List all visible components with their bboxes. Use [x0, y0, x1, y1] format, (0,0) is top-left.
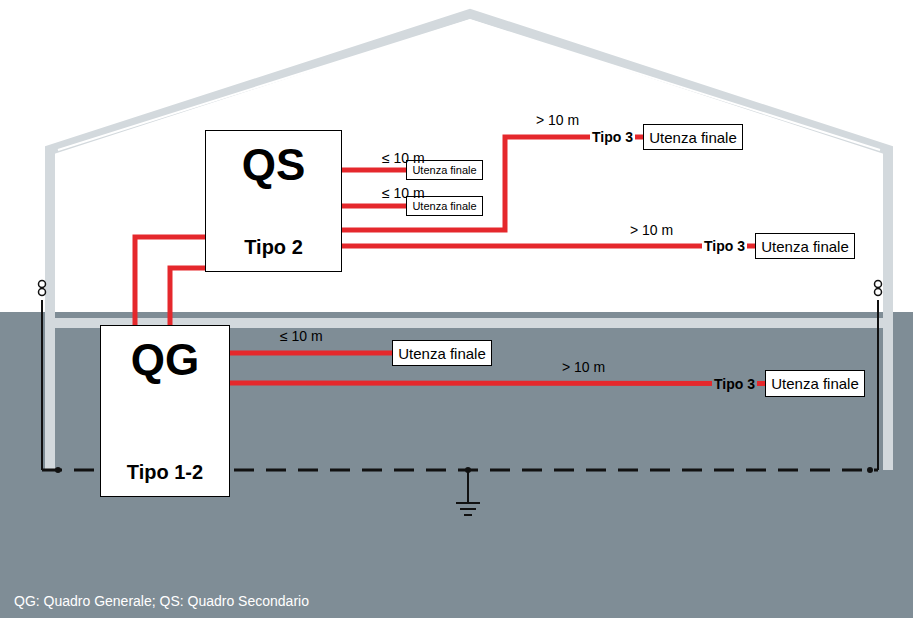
board-name: QG: [131, 336, 199, 384]
spd-type: Tipo 3: [702, 238, 747, 254]
load-box: Utenza finale: [643, 124, 743, 150]
cable-length: > 10 m: [562, 359, 605, 375]
cable-length: ≤ 10 m: [382, 185, 425, 201]
cable: [342, 204, 406, 209]
load-box: Utenza finale: [755, 233, 855, 259]
load-name: Utenza finale: [398, 345, 486, 362]
load-box: Utenza finale: [765, 370, 865, 397]
cable: [342, 168, 406, 170]
spd-type: Tipo 3: [712, 376, 757, 392]
load-box: Utenza finale: [392, 340, 492, 366]
earth-symbol: [456, 470, 480, 515]
cable: [170, 268, 205, 325]
cable: [230, 351, 392, 356]
load-name: Utenza finale: [412, 200, 476, 213]
spd-type: Tipo 3: [590, 129, 635, 145]
down-conductor: [41, 300, 43, 470]
load-name: Utenza finale: [649, 129, 737, 146]
down-conductor: [877, 300, 879, 470]
caption: QG: Quadro Generale; QS: Quadro Secondar…: [14, 593, 309, 609]
cable-length: > 10 m: [536, 112, 579, 128]
distribution-board: QG Tipo 1-2: [100, 325, 230, 497]
spd-type: Tipo 1-2: [127, 460, 203, 484]
cable: [230, 381, 765, 387]
cable: [342, 244, 755, 249]
load-name: Utenza finale: [761, 238, 849, 255]
roof-inner: [58, 20, 880, 150]
cable-length: > 10 m: [630, 222, 673, 238]
board-name: QS: [242, 141, 306, 189]
distribution-board: QS Tipo 2: [205, 130, 342, 272]
cable-length: ≤ 10 m: [280, 328, 323, 344]
cable: [342, 137, 643, 230]
cable-length: ≤ 10 m: [382, 150, 425, 166]
spd-type: Tipo 2: [244, 235, 303, 259]
load-name: Utenza finale: [771, 375, 859, 392]
ground: [0, 312, 913, 618]
cable: [135, 237, 205, 325]
